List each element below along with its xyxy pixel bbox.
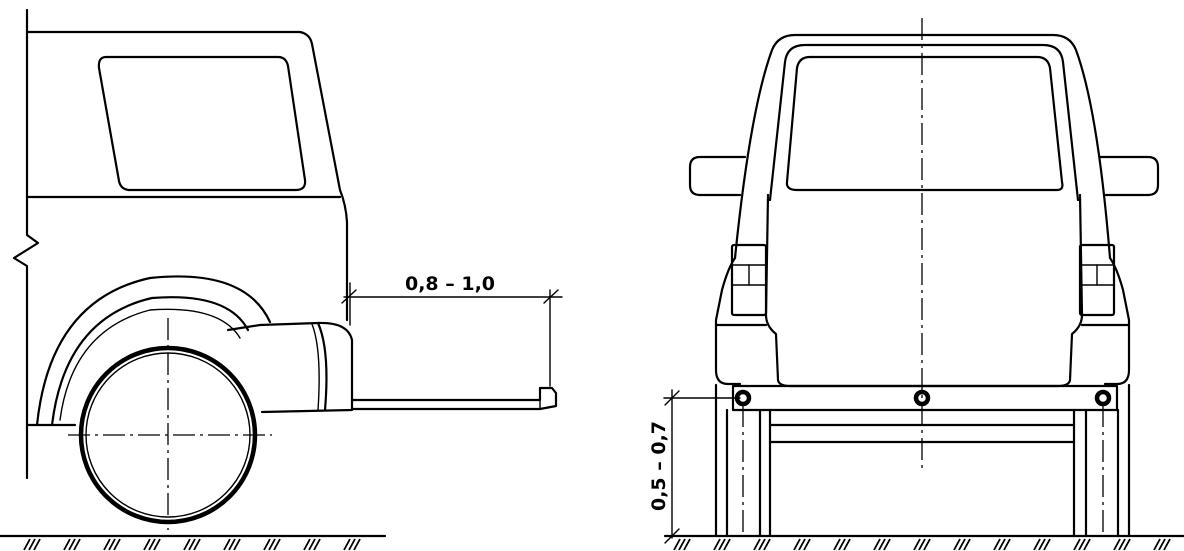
hatch-mark xyxy=(963,538,971,551)
body-outline-roof xyxy=(733,33,1112,260)
hatch-mark xyxy=(263,538,271,551)
side-window xyxy=(97,55,307,192)
hatch-mark xyxy=(838,538,846,551)
ground-hatch-side xyxy=(23,538,361,551)
body-outline-upper xyxy=(25,30,349,322)
hatch-mark xyxy=(223,538,231,551)
rear-window-frame xyxy=(768,43,1080,202)
hatch-mark xyxy=(183,538,191,551)
hatch-mark xyxy=(233,538,241,551)
hatch-mark xyxy=(953,538,961,551)
hatch-mark xyxy=(143,538,151,551)
bumper-edge xyxy=(316,321,328,412)
hatch-mark xyxy=(843,538,851,551)
hatch-mark xyxy=(23,538,31,551)
hatch-mark xyxy=(33,538,41,551)
wheel-arch-inner xyxy=(50,296,250,427)
hatch-mark xyxy=(1153,538,1161,551)
body-side-left xyxy=(714,256,742,386)
hatch-mark xyxy=(678,538,686,551)
bumper-edge-inner xyxy=(311,323,320,411)
body-side-right xyxy=(1103,256,1131,386)
hatch-mark xyxy=(878,538,886,551)
hatch-mark xyxy=(1003,538,1011,551)
hatch-mark xyxy=(1118,538,1126,551)
hatch-mark xyxy=(148,538,156,551)
hatch-mark xyxy=(1123,538,1131,551)
ground-hatch-rear xyxy=(673,538,1171,551)
hatch-mark xyxy=(918,538,926,551)
hatch-mark xyxy=(1043,538,1051,551)
hatch-mark xyxy=(153,538,161,551)
hatch-mark xyxy=(113,538,121,551)
tow-ball-right xyxy=(1094,389,1112,407)
hatch-mark xyxy=(713,538,721,551)
hatch-mark xyxy=(913,538,921,551)
hatch-mark xyxy=(753,538,761,551)
wheel-arch-lip xyxy=(59,308,241,421)
hatch-mark xyxy=(343,538,351,551)
rear-view: 0,5 – 0,7 xyxy=(648,18,1184,551)
hatch-mark xyxy=(763,538,771,551)
hatch-mark xyxy=(718,538,726,551)
hatch-mark xyxy=(833,538,841,551)
hatch-mark xyxy=(348,538,356,551)
hatch-mark xyxy=(998,538,1006,551)
tow-bar xyxy=(350,386,558,411)
mirror-right xyxy=(1098,155,1160,197)
tail-light-left xyxy=(730,243,768,317)
dimension-tick-top xyxy=(664,390,680,406)
hatch-mark xyxy=(303,538,311,551)
hatch-mark xyxy=(63,538,71,551)
hatch-mark xyxy=(1163,538,1171,551)
hatch-mark xyxy=(793,538,801,551)
hatch-mark xyxy=(723,538,731,551)
hatch-mark xyxy=(228,538,236,551)
wheel-arch-outer xyxy=(35,275,272,427)
dimension-tick-right xyxy=(543,289,559,304)
hatch-mark xyxy=(73,538,81,551)
mirror-left xyxy=(688,155,747,197)
hatch-mark xyxy=(923,538,931,551)
rear-window xyxy=(785,55,1064,192)
hatch-mark xyxy=(108,538,116,551)
hatch-mark xyxy=(193,538,201,551)
side-dimension-label: 0,8 – 1,0 xyxy=(405,273,495,295)
dimension-tick-left xyxy=(341,289,357,304)
hatch-mark xyxy=(1073,538,1081,551)
hatch-mark xyxy=(1078,538,1086,551)
hatch-mark xyxy=(68,538,76,551)
hatch-mark xyxy=(188,538,196,551)
rear-dimension-label: 0,5 – 0,7 xyxy=(648,421,670,511)
hatch-mark xyxy=(798,538,806,551)
hatch-mark xyxy=(1038,538,1046,551)
hatch-mark xyxy=(313,538,321,551)
hatch-mark xyxy=(1158,538,1166,551)
hatch-mark xyxy=(958,538,966,551)
hatch-mark xyxy=(803,538,811,551)
hatch-mark xyxy=(683,538,691,551)
break-line xyxy=(12,8,40,480)
tail-light-right xyxy=(1078,243,1116,317)
hatch-mark xyxy=(1113,538,1121,551)
hatch-mark xyxy=(873,538,881,551)
hatch-mark xyxy=(28,538,36,551)
side-view: 0,8 – 1,0 xyxy=(0,8,563,551)
hatch-mark xyxy=(308,538,316,551)
tailgate xyxy=(764,193,1084,388)
hatch-mark xyxy=(993,538,1001,551)
hatch-mark xyxy=(883,538,891,551)
hatch-mark xyxy=(103,538,111,551)
tow-bar-crossbeam xyxy=(731,384,1119,412)
hatch-mark xyxy=(1083,538,1091,551)
hatch-mark xyxy=(353,538,361,551)
hatch-mark xyxy=(273,538,281,551)
hatch-mark xyxy=(268,538,276,551)
hatch-mark xyxy=(673,538,681,551)
hatch-mark xyxy=(758,538,766,551)
hatch-mark xyxy=(1033,538,1041,551)
